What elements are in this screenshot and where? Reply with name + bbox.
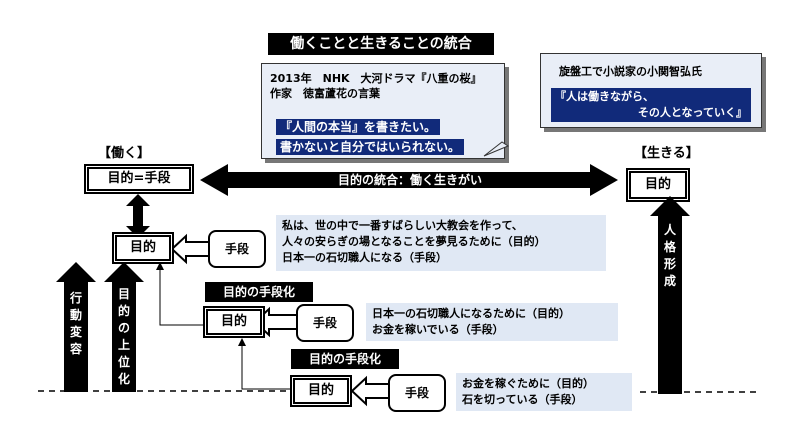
callout-right-quote2: その人となっていく』 bbox=[637, 106, 747, 119]
integration-arrow-label: 目的の統合：働く生きがい bbox=[337, 173, 482, 187]
l1-desc-line1: 私は、世の中で一番すばらしい大教会を作って、 bbox=[282, 219, 523, 232]
l1-desc-line3: 日本一の石切職人になる（手段） bbox=[282, 251, 447, 264]
callout-left-line2: 作家 徳富蘆花の言葉 bbox=[270, 87, 380, 100]
callout-left: 2013年 NHK 大河ドラマ『八重の桜』 作家 徳富蘆花の言葉 『人間の本当』… bbox=[261, 63, 505, 159]
l3-purpose-box: 目的 bbox=[290, 375, 352, 407]
connector-l2-l1 bbox=[159, 266, 210, 326]
l1-hollow-arrow bbox=[170, 233, 213, 265]
behavior-arrow-shape bbox=[56, 262, 96, 392]
l2-desc-line1: 日本一の石切職人になるために（目的） bbox=[372, 307, 570, 320]
behavior-change-label: 行動変容 bbox=[69, 291, 82, 356]
l3-desc-line1: お金を稼ぐために（目的） bbox=[462, 377, 594, 390]
upgrade-arrow-shape bbox=[104, 262, 144, 392]
integration-arrow-shape bbox=[200, 164, 618, 196]
l1-purpose-box: 目的 bbox=[112, 232, 174, 264]
callout-left-line1: 2013年 NHK 大河ドラマ『八重の桜』 bbox=[270, 72, 482, 85]
diagram-title: 働くことと生きることの統合 bbox=[268, 33, 494, 55]
callout-left-quote1: 『人間の本当』を書きたい。 bbox=[276, 119, 441, 135]
callout-left-quote2: 書かないと自分ではいられない。 bbox=[276, 139, 465, 155]
l2-description: 日本一の石切職人になるために（目的） お金を稼いでいる（手段） bbox=[366, 303, 618, 341]
l1-desc-line2: 人々の安らぎの場となることを夢見るために（目的） bbox=[282, 235, 546, 248]
personality-formation-label: 人格形成 bbox=[663, 223, 676, 288]
right-label: 【生きる】 bbox=[634, 146, 699, 161]
purpose-equals-means-box: 目的=手段 bbox=[84, 164, 194, 194]
callout-left-tail bbox=[483, 141, 510, 157]
l3-description: お金を稼ぐために（目的） 石を切っている（手段） bbox=[456, 373, 632, 411]
l3-hollow-arrow bbox=[350, 375, 391, 407]
l2-tag: 目的の手段化 bbox=[205, 282, 313, 302]
l2-desc-line2: お金を稼いでいる（手段） bbox=[372, 323, 504, 336]
connector-l3-l2 bbox=[241, 342, 293, 390]
l1-description: 私は、世の中で一番すばらしい大教会を作って、 人々の安らぎの場となることを夢見る… bbox=[276, 215, 606, 271]
callout-right-quote1: 『人は働きながら、 bbox=[555, 90, 654, 103]
purpose-right-box: 目的 bbox=[626, 168, 690, 202]
left-label: 【働く】 bbox=[98, 146, 151, 161]
purpose-upgrade-label: 目的の上位化 bbox=[117, 287, 130, 386]
l2-means-box: 手段 bbox=[296, 304, 354, 342]
link-arrow-shape bbox=[126, 194, 150, 238]
l3-tag: 目的の手段化 bbox=[291, 349, 399, 369]
personality-arrow-shape bbox=[650, 196, 690, 394]
l1-means-box: 手段 bbox=[208, 230, 266, 268]
l3-means-box: 手段 bbox=[388, 374, 446, 412]
callout-right-line1: 旋盤工で小説家の小関智弘氏 bbox=[559, 65, 702, 78]
callout-right: 旋盤工で小説家の小関智弘氏 『人は働きながら、 その人となっていく』 bbox=[540, 53, 762, 128]
l2-purpose-box: 目的 bbox=[203, 306, 265, 338]
l3-desc-line2: 石を切っている（手段） bbox=[462, 393, 583, 406]
